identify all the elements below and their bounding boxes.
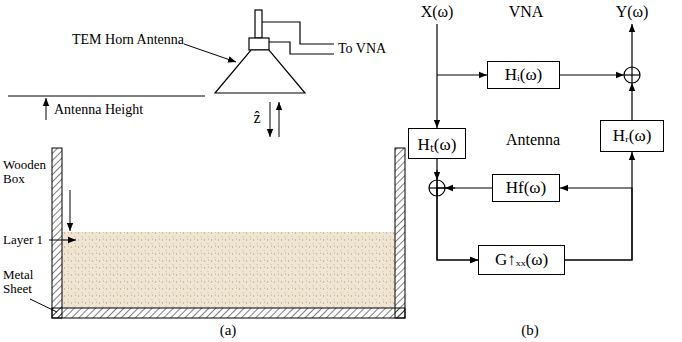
figure-label: Layer 1 <box>3 233 43 247</box>
feed-tube <box>255 10 262 38</box>
signal-connector <box>437 159 478 261</box>
figure-label: TEM Horn Antenna <box>72 32 184 47</box>
signal-wire <box>437 74 487 75</box>
leader-arrow <box>184 44 236 62</box>
figure-label: (a) <box>220 322 237 339</box>
figure-label: Antenna <box>506 131 560 149</box>
transfer-function: Hᵢ(ω) <box>505 65 543 85</box>
cable-line <box>262 22 334 44</box>
figure-label: Wooden Box <box>3 158 50 187</box>
transfer-block: Hf(ω) <box>492 174 560 202</box>
figure-label: ẑ <box>253 109 260 127</box>
dimension-arrow <box>46 98 47 120</box>
summing-junction <box>624 67 640 83</box>
figure-label: To VNA <box>338 41 386 56</box>
figure-label: Metal Sheet <box>3 268 50 297</box>
dimension-arrow <box>70 190 71 231</box>
transfer-block: G↑ₓₓ(ω) <box>478 245 565 275</box>
soil-layer <box>62 232 395 308</box>
box-wall <box>52 148 62 318</box>
figure-label: (b) <box>521 322 539 339</box>
transfer-function: Hᵣ(ω) <box>613 126 652 146</box>
box-wall <box>395 148 405 318</box>
metal-sheet <box>52 308 405 318</box>
signal-wire <box>631 24 632 67</box>
figure-label: Antenna Height <box>54 102 143 117</box>
signal-wire <box>560 74 624 75</box>
reference-line <box>8 96 205 97</box>
transfer-function: Hf(ω) <box>506 178 546 198</box>
figure-label: X(ω) <box>421 3 454 21</box>
transfer-function: G↑ₓₓ(ω) <box>495 250 548 270</box>
transfer-block: Hᵣ(ω) <box>600 120 664 152</box>
figure-label: VNA <box>509 3 544 21</box>
transfer-function: Hₜ(ω) <box>418 132 457 155</box>
summing-cross <box>631 67 632 83</box>
signal-wire <box>631 83 632 120</box>
signal-wire <box>436 24 437 128</box>
transfer-block: Hᵢ(ω) <box>487 61 560 89</box>
signal-connector <box>560 188 632 260</box>
transfer-block: Hₜ(ω) <box>408 128 466 159</box>
horn-antenna <box>215 50 305 93</box>
direction-arrow <box>279 102 280 137</box>
leader-line <box>30 299 57 312</box>
signal-connector <box>565 152 632 260</box>
antenna-connector <box>249 38 269 50</box>
direction-arrow <box>270 102 271 137</box>
leader-arrow <box>49 240 76 241</box>
cable-line <box>269 42 334 54</box>
figure-label: Y(ω) <box>616 3 649 21</box>
